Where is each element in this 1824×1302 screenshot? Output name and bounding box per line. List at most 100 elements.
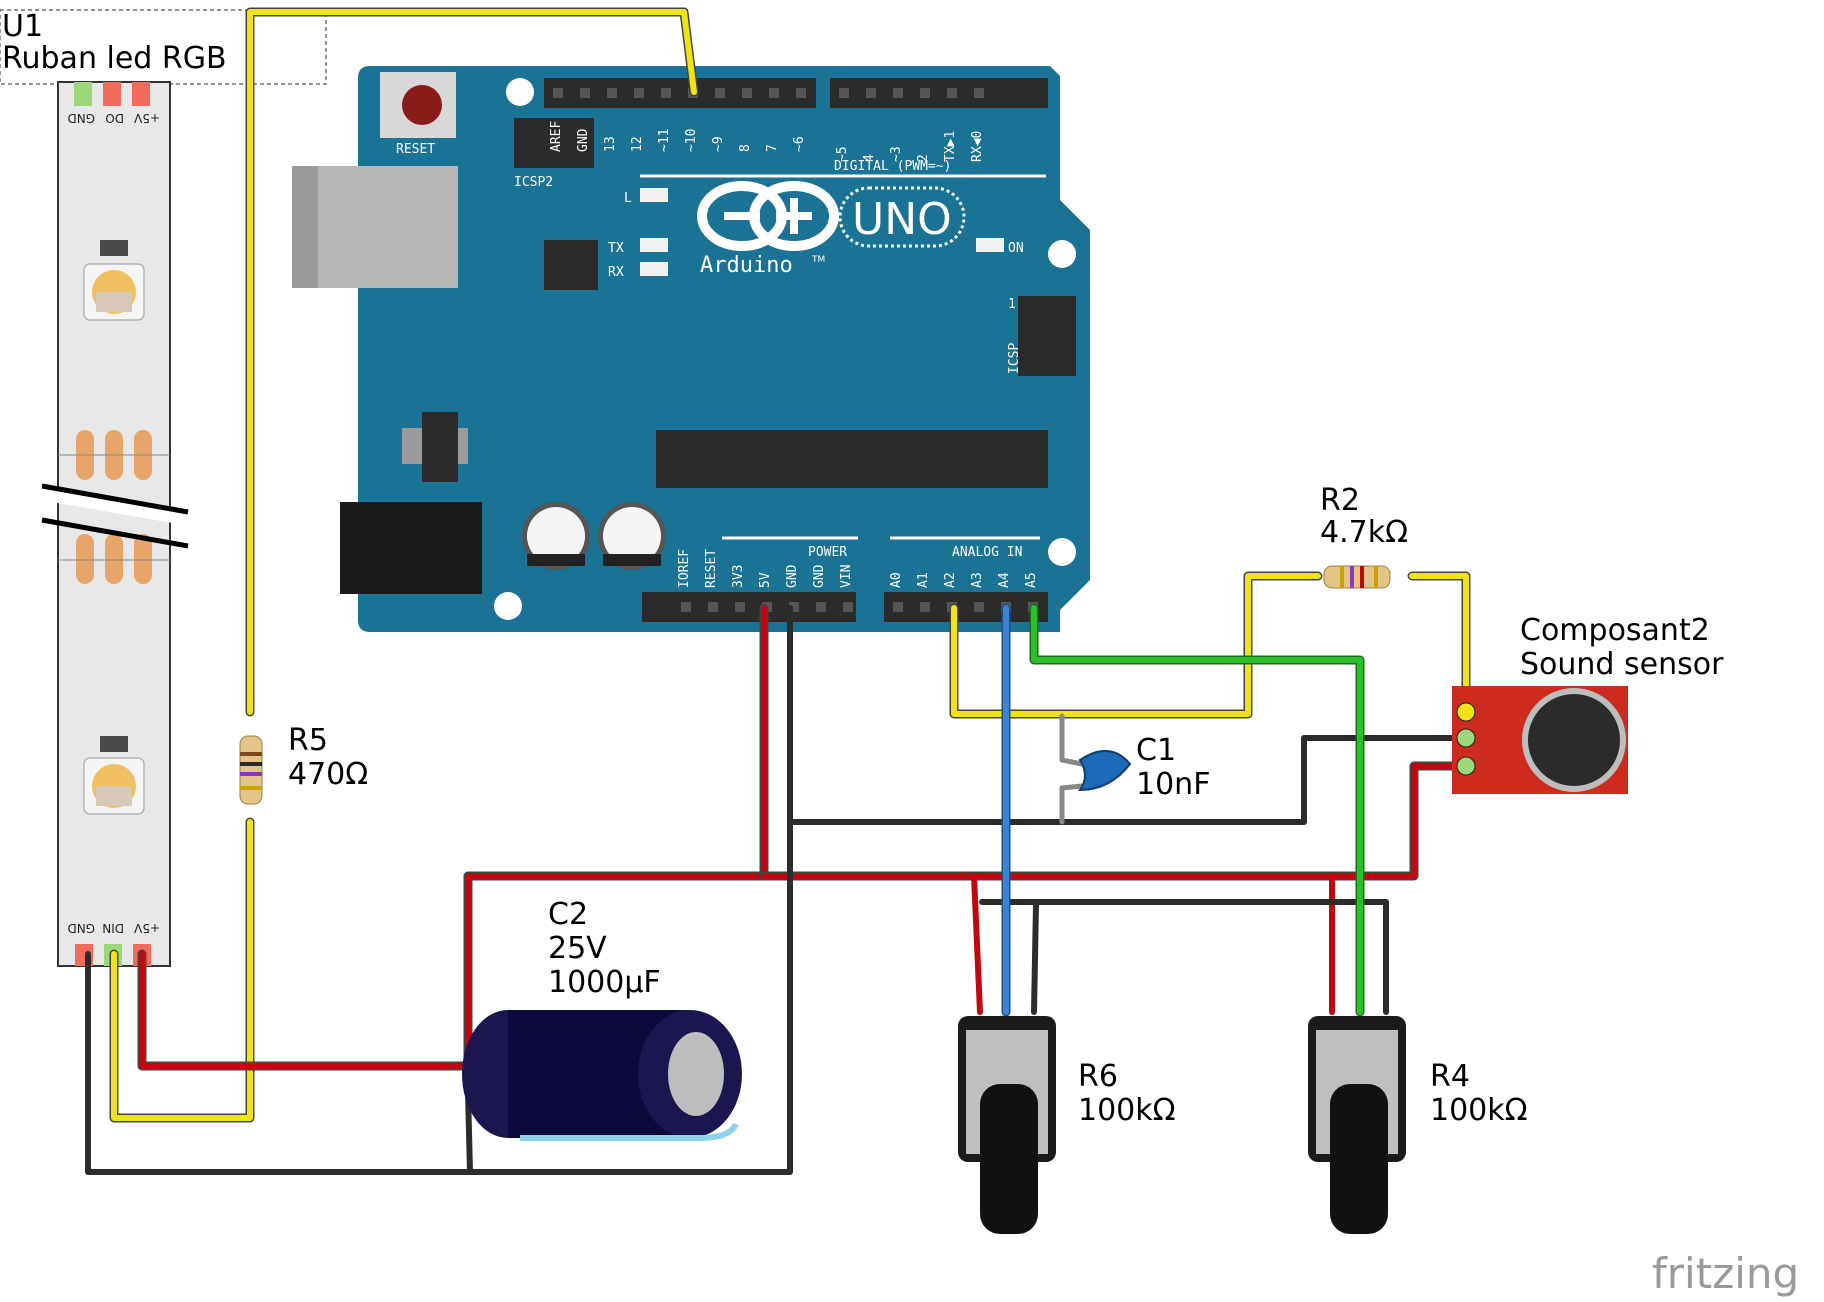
wire-black-pots[interactable] — [979, 899, 1389, 1015]
wire-red-r6[interactable] — [971, 873, 983, 1015]
digital-pin-label-2: 13 — [603, 136, 618, 152]
wire-green-a5[interactable] — [1031, 605, 1363, 1015]
digital-b-pin-label-5: RX◀0 — [970, 131, 985, 162]
digital-b-pin-label-4: TX▶1 — [943, 131, 958, 162]
power-socket-4[interactable] — [789, 602, 799, 612]
wire-yellow-din[interactable] — [111, 819, 253, 1121]
digital-b-socket-0[interactable] — [839, 88, 849, 98]
r6-shaft[interactable] — [980, 1084, 1038, 1234]
capacitor-c2[interactable]: C2 25V 1000µF — [462, 897, 742, 1141]
wire-black-r6[interactable] — [1031, 901, 1039, 1015]
strip-break-line-2 — [41, 517, 189, 549]
voltage-regulator — [422, 412, 458, 482]
digital-socket-2[interactable] — [607, 88, 617, 98]
digital-b-pin-label-2: ~3 — [889, 146, 904, 162]
wire-yellow-pin12[interactable] — [247, 9, 697, 715]
strip-pad-5v-top[interactable] — [132, 82, 150, 106]
sound-sensor[interactable]: Composant2 Sound sensor — [1452, 613, 1724, 794]
sensor-pin-vcc[interactable] — [1456, 756, 1476, 776]
c1-value: 10nF — [1136, 767, 1210, 802]
analog-socket-1[interactable] — [920, 602, 930, 612]
arduino-brand: Arduino — [700, 253, 793, 278]
digital-socket-8[interactable] — [769, 88, 779, 98]
led-tx — [640, 238, 668, 252]
strip-pad-gnd-top[interactable] — [74, 82, 92, 106]
wire-black-gnd-sensor[interactable] — [787, 735, 1463, 825]
reset-button[interactable] — [402, 85, 442, 125]
power-socket-0[interactable] — [681, 602, 691, 612]
analog-socket-0[interactable] — [893, 602, 903, 612]
wire-red-5v[interactable] — [139, 605, 767, 1069]
wire-yellow-a2[interactable] — [951, 573, 1321, 717]
sensor-pin-gnd[interactable] — [1456, 728, 1476, 748]
u1-label-group: U1 Ruban led RGB — [0, 9, 327, 85]
power-pin-label-4: GND — [785, 564, 800, 588]
strip-pad-do-top[interactable] — [103, 82, 121, 106]
digital-b-socket-4[interactable] — [947, 88, 957, 98]
c1-lead-top — [1059, 713, 1085, 767]
uno-label: UNO — [852, 194, 952, 245]
digital-b-pin-label-3: 2 — [916, 154, 931, 162]
wires — [85, 7, 1471, 1175]
digital-pin-label-7: 8 — [738, 144, 753, 152]
r6-ref: R6 — [1078, 1059, 1118, 1094]
digital-socket-1[interactable] — [580, 88, 590, 98]
digital-b-pin-label-1: 4 — [862, 154, 877, 162]
wire-yellow-r2-sensor[interactable] — [1409, 573, 1469, 715]
power-socket-2[interactable] — [735, 602, 745, 612]
digital-header-2 — [830, 78, 1048, 108]
analog-socket-3[interactable] — [974, 602, 984, 612]
analog-header — [884, 592, 1048, 622]
wire-black-gnd[interactable] — [85, 605, 793, 1175]
power-pin-label-1: RESET — [704, 549, 719, 588]
power-socket-6[interactable] — [843, 602, 853, 612]
digital-socket-0[interactable] — [553, 88, 563, 98]
capacitor-c1[interactable]: C1 10nF — [1078, 733, 1210, 802]
led-strip[interactable]: GND DO +5V GND DIN +5V — [40, 81, 190, 967]
c2-shine — [520, 1122, 739, 1141]
digital-socket-4[interactable] — [661, 88, 671, 98]
board-cap-2-top — [603, 507, 661, 565]
digital-pin-label-4: ~11 — [657, 129, 672, 152]
arduino-uno[interactable]: RESET ICSP2 UNO Arduino — [292, 66, 1090, 632]
sensor-pin-out[interactable] — [1456, 702, 1476, 722]
digital-b-socket-5[interactable] — [974, 88, 984, 98]
led-rx — [640, 262, 668, 276]
analog-pin-label-1: A1 — [916, 572, 931, 588]
digital-b-socket-3[interactable] — [920, 88, 930, 98]
digital-socket-3[interactable] — [634, 88, 644, 98]
arduino-tm: TM — [811, 255, 825, 265]
digital-b-socket-1[interactable] — [866, 88, 876, 98]
mount-hole-3 — [1048, 538, 1076, 566]
c2-ref: C2 — [548, 897, 588, 932]
digital-b-socket-2[interactable] — [893, 88, 903, 98]
r2-body — [1323, 565, 1391, 589]
analog-label: ANALOG IN — [952, 545, 1022, 560]
power-socket-1[interactable] — [708, 602, 718, 612]
minus-icon — [724, 212, 760, 220]
digital-pin-label-3: 12 — [630, 136, 645, 152]
resistor-r2[interactable]: R2 4.7kΩ — [1320, 483, 1408, 589]
usb-connector-side — [292, 166, 318, 288]
wire-red-5v-rail[interactable] — [761, 763, 1463, 879]
strip-label-din-bottom: DIN — [102, 921, 124, 935]
resistor-r5[interactable]: R5 470Ω — [239, 723, 368, 805]
digital-socket-7[interactable] — [742, 88, 752, 98]
c2-value: 1000µF — [548, 965, 661, 1000]
r4-shaft[interactable] — [1330, 1084, 1388, 1234]
led-rx-label: RX — [608, 265, 624, 280]
icsp-header — [1018, 296, 1076, 376]
potentiometer-r4[interactable]: R4 100kΩ — [1308, 1016, 1528, 1234]
potentiometer-r6[interactable]: R6 100kΩ — [958, 1016, 1176, 1234]
microphone-icon — [1528, 694, 1620, 786]
fritzing-logo: fritzing — [1652, 1249, 1799, 1298]
power-pin-label-6: VIN — [839, 565, 854, 588]
digital-socket-9[interactable] — [796, 88, 806, 98]
power-socket-5[interactable] — [816, 602, 826, 612]
sensor-ref: Composant2 — [1520, 613, 1710, 648]
led-on-label: ON — [1008, 241, 1024, 256]
analog-pin-label-4: A4 — [997, 572, 1012, 588]
icsp-pin1-label: 1 — [1008, 297, 1016, 312]
reset-label: RESET — [396, 142, 435, 157]
digital-socket-6[interactable] — [715, 88, 725, 98]
